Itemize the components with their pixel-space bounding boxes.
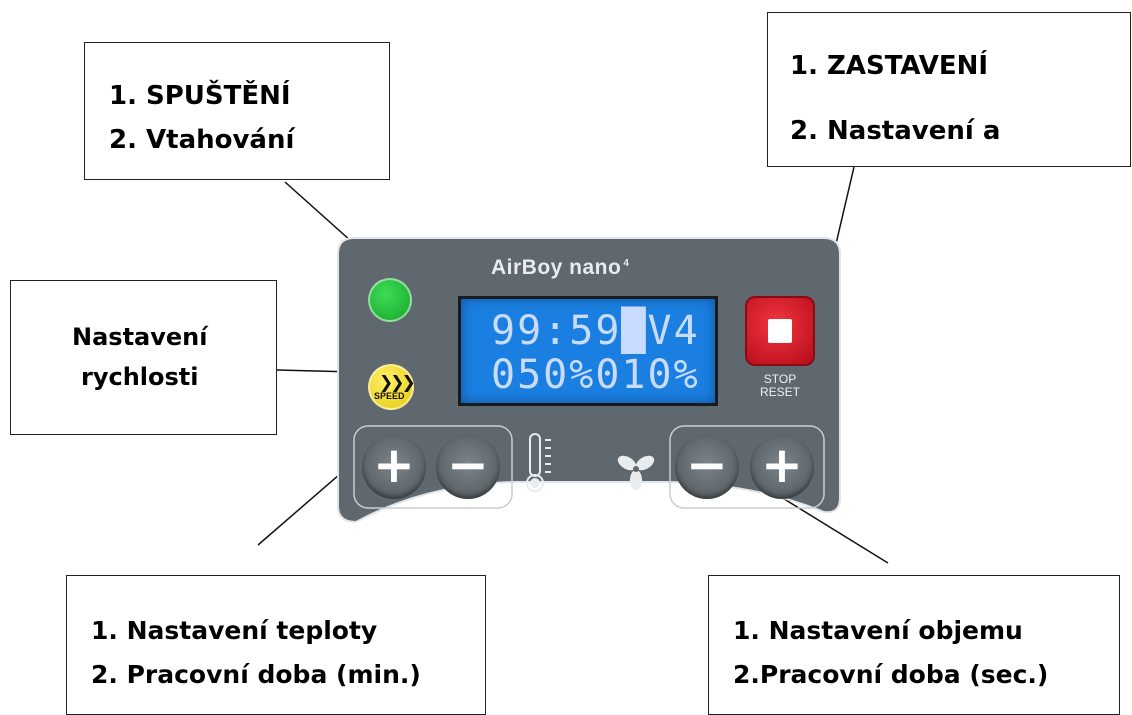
lcd-row-1: 99:59█V4	[491, 308, 700, 354]
stop-reset-label: STOP RESET	[759, 372, 800, 399]
start-callout-line2: 2. Vtahování	[109, 125, 295, 155]
start-button[interactable]	[368, 278, 412, 322]
stop-callout: 1. ZASTAVENÍ 2. Nastavení a	[767, 12, 1131, 167]
fan-icon	[617, 455, 655, 490]
volume-minus-button[interactable]: −	[675, 435, 739, 499]
stop-square-icon	[768, 319, 792, 343]
speed-callout: Nastavení rychlosti	[10, 280, 277, 435]
start-callout: 1. SPUŠTĚNÍ 2. Vtahování	[84, 42, 390, 180]
stop-callout-line2: 2. Nastavení a	[790, 116, 1001, 146]
temperature-plus-button[interactable]: +	[362, 435, 426, 499]
temperature-minus-button[interactable]: −	[436, 435, 500, 499]
volume-callout: 1. Nastavení objemu 2.Pracovní doba (sec…	[708, 575, 1120, 715]
volume-callout-line1: 1. Nastavení objemu	[733, 616, 1023, 645]
speed-callout-line2: rychlosti	[81, 363, 199, 391]
lcd-row-2: 050%010%	[491, 352, 700, 398]
start-callout-line1: 1. SPUŠTĚNÍ	[109, 81, 291, 111]
lcd-display: 99:59█V4 050%010%	[458, 296, 718, 406]
temperature-callout-line2: 2. Pracovní doba (min.)	[91, 660, 421, 689]
speed-callout-line1: Nastavení	[72, 323, 208, 351]
stop-reset-button[interactable]	[745, 296, 815, 366]
stop-callout-line1: 1. ZASTAVENÍ	[790, 51, 989, 81]
speed-chevrons-icon: ❯❯❯	[379, 373, 416, 393]
speed-button[interactable]: ❯❯❯ SPEED	[368, 364, 416, 410]
thermometer-icon	[526, 433, 551, 492]
temperature-callout-line1: 1. Nastavení teploty	[91, 616, 378, 645]
volume-connector	[767, 488, 889, 564]
volume-plus-button[interactable]: +	[750, 435, 814, 499]
speed-button-label: SPEED	[374, 391, 405, 401]
volume-callout-line2: 2.Pracovní doba (sec.)	[733, 660, 1049, 689]
temperature-callout: 1. Nastavení teploty 2. Pracovní doba (m…	[66, 575, 486, 715]
